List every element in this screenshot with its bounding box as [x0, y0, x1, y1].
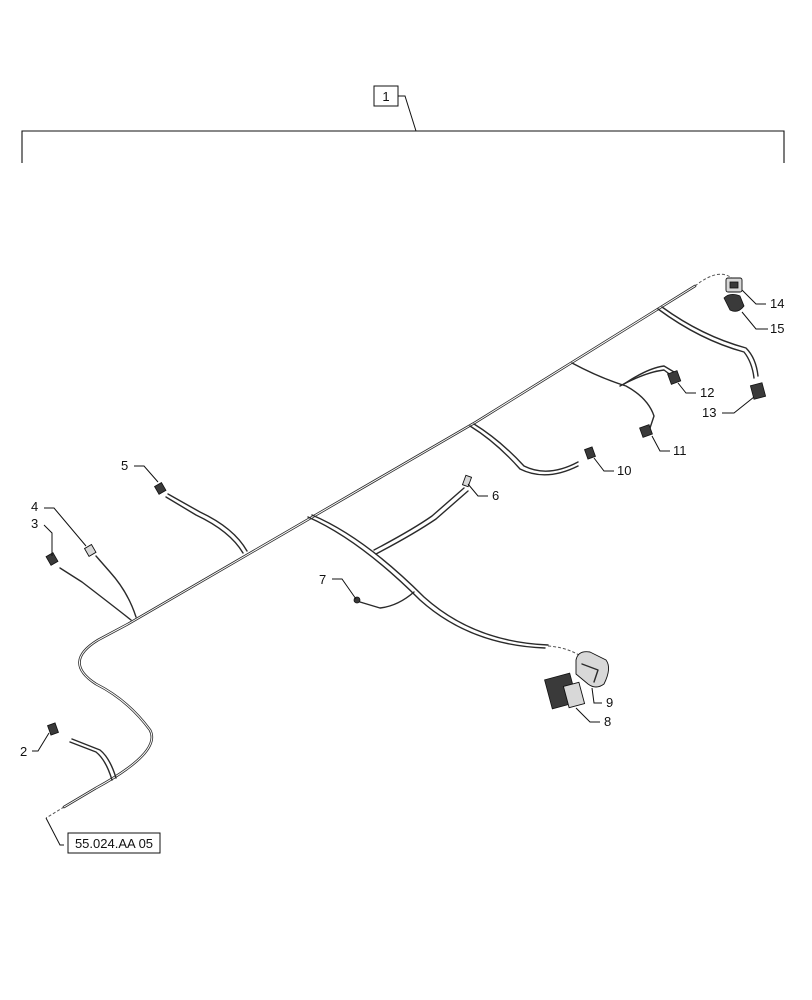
connector-5-icon: [153, 481, 167, 495]
connectors: [45, 277, 767, 736]
callout-8: 8: [604, 714, 611, 729]
connector-13-icon: [749, 382, 767, 400]
reference-callout[interactable]: 55.024.AA 05: [67, 832, 161, 854]
connector-2-icon: [47, 722, 59, 736]
callout-labels: 2 3 4 5 6 7 8 9 10 11 12 13 14 15: [20, 296, 784, 759]
connector-11-icon: [639, 424, 653, 438]
callout-10: 10: [617, 463, 631, 478]
connector-15-icon: [723, 294, 745, 312]
callout-7: 7: [319, 572, 326, 587]
callout-2: 2: [20, 744, 27, 759]
connector-6-icon: [461, 474, 473, 488]
callout-4: 4: [31, 499, 38, 514]
connector-14-icon: [725, 277, 743, 293]
leader-lines: [32, 289, 768, 846]
connector-4-icon: [83, 543, 97, 557]
connector-3-icon: [45, 552, 59, 566]
connector-10-icon: [584, 446, 596, 460]
callout-6: 6: [492, 488, 499, 503]
callout-13: 13: [702, 405, 716, 420]
callout-3: 3: [31, 516, 38, 531]
connector-9-icon: [575, 651, 609, 688]
branch-wires: [59, 306, 759, 781]
callout-11: 11: [673, 443, 687, 458]
callout-12: 12: [700, 385, 714, 400]
callout-9: 9: [606, 695, 613, 710]
reference-callout-label[interactable]: 55.024.AA 05: [75, 836, 153, 851]
assembly-callout: 1: [21, 85, 785, 163]
assembly-callout-label: 1: [382, 89, 389, 104]
callout-15: 15: [770, 321, 784, 336]
connector-8-icon: [544, 672, 586, 710]
callout-5: 5: [121, 458, 128, 473]
connector-12-icon: [667, 370, 682, 385]
assembly-bracket: [21, 130, 785, 163]
callout-14: 14: [770, 296, 784, 311]
